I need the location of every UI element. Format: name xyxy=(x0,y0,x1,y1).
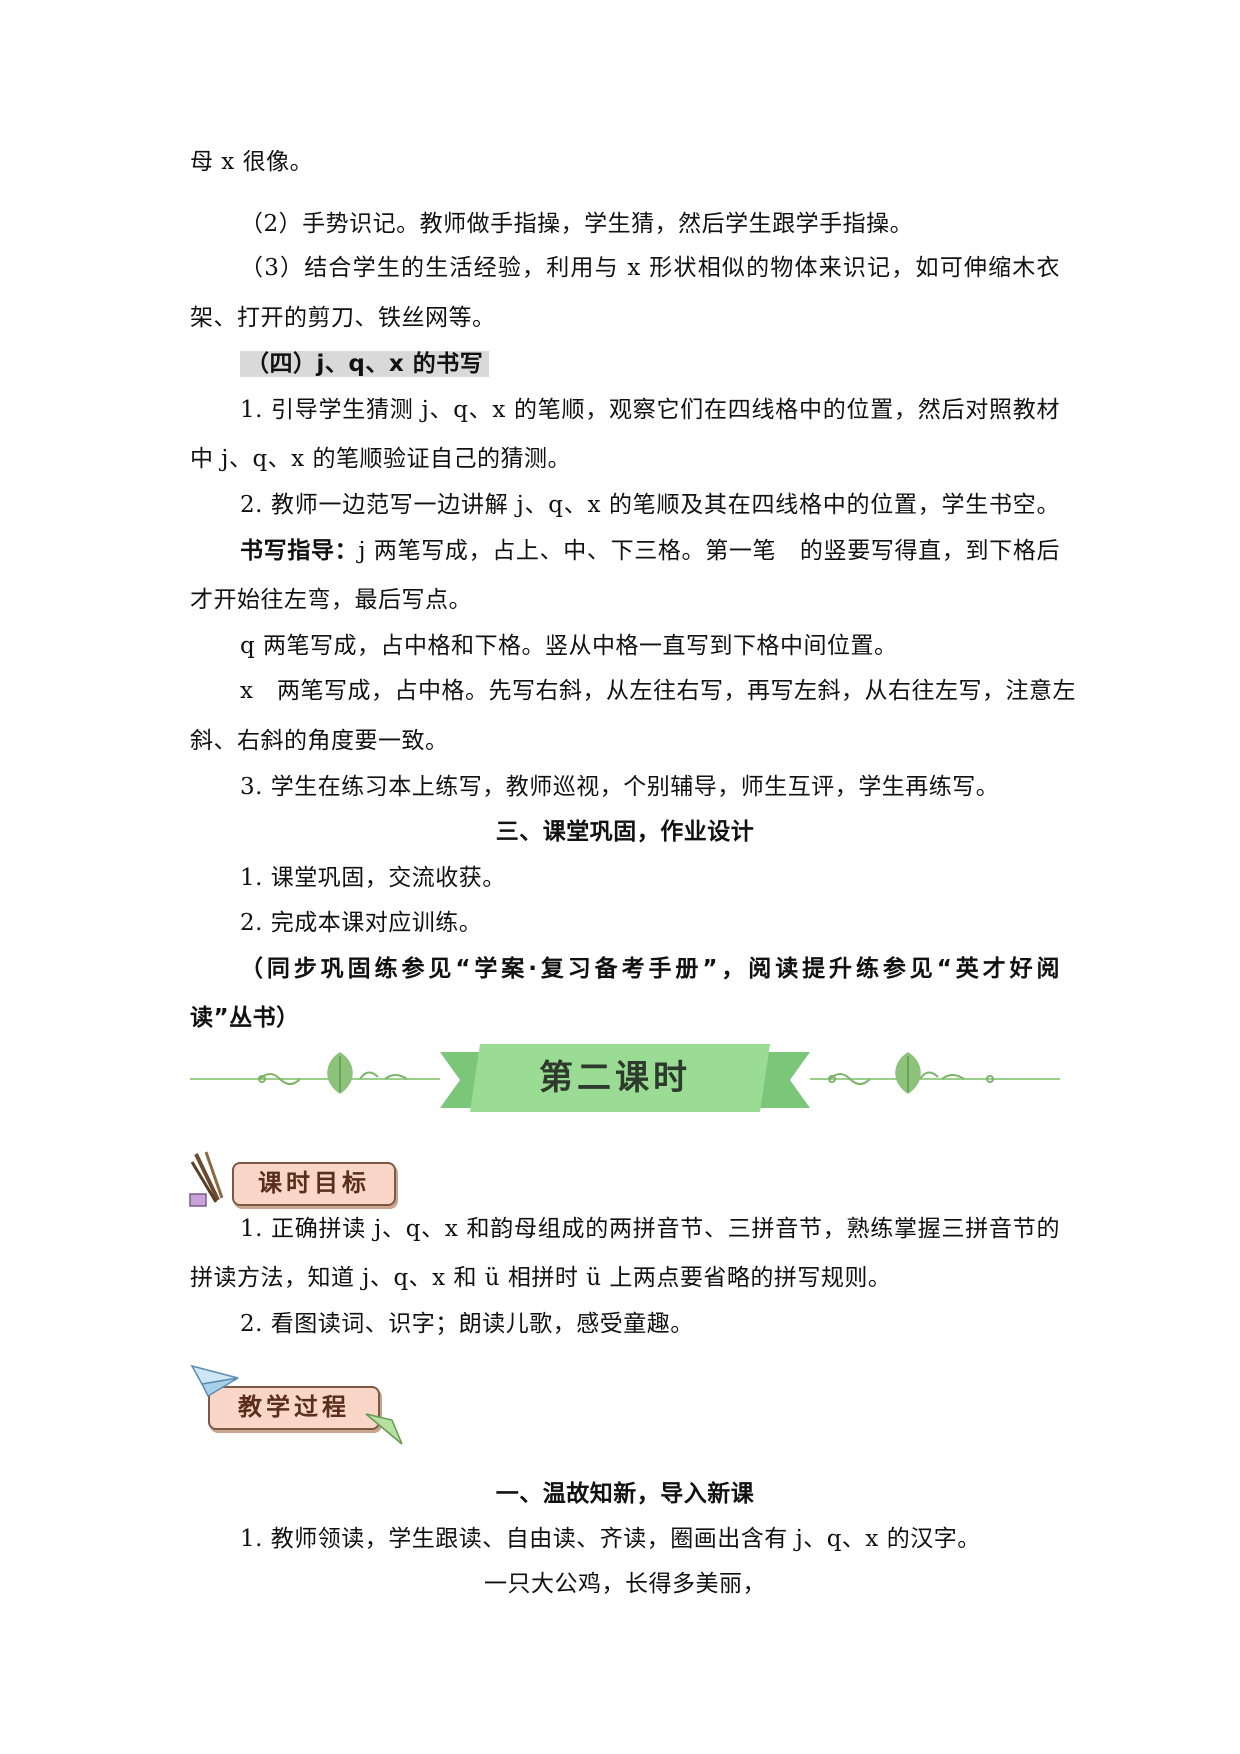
text-line: （3）结合学生的生活经验，利用与 x 形状相似的物体来识记，如可伸缩木衣 xyxy=(240,255,1060,281)
banner-title: 第二课时 xyxy=(539,1058,691,1098)
text-line: 拼读方法，知道 j、q、x 和 ü 相拼时 ü 上两点要省略的拼写规则。 xyxy=(190,1265,892,1291)
vine-ornament-left xyxy=(258,1071,408,1085)
teaching-process-badge: 教学过程 xyxy=(208,1386,380,1430)
section-heading: 三、课堂巩固，作业设计 xyxy=(495,819,755,845)
writing-guide-line: 书写指导：j 两笔写成，占上、中、下三格。第一笔 的竖要写得直，到下格后 xyxy=(240,535,1060,567)
subsection-heading: （四）j、q、x 的书写 xyxy=(240,348,1060,380)
text-line: 1. 引导学生猜测 j、q、x 的笔顺，观察它们在四线格中的位置，然后对照教材 xyxy=(240,397,1060,423)
text-line: （2）手势识记。教师做手指操，学生猜，然后学生跟学手指操。 xyxy=(240,211,914,237)
text-line: 母 x 很像。 xyxy=(190,149,314,175)
text-line: 3. 学生在练习本上练写，教师巡视，个别辅导，师生互评，学生再练写。 xyxy=(240,774,1000,800)
lesson-goals-badge: 课时目标 xyxy=(232,1162,396,1206)
banner-ribbon-tail-right xyxy=(760,1052,810,1108)
reference-note: 读”丛书） xyxy=(190,1005,300,1031)
text-line: q 两笔写成，占中格和下格。竖从中格一直写到下格中间位置。 xyxy=(240,633,898,659)
text-line: 1. 正确拼读 j、q、x 和韵母组成的两拼音节、三拼音节，熟练掌握三拼音节的 xyxy=(240,1216,1060,1242)
text-line: 1. 课堂巩固，交流收获。 xyxy=(240,865,506,891)
text-line: 中 j、q、x 的笔顺验证自己的猜测。 xyxy=(190,446,571,472)
text-line: 斜、右斜的角度要一致。 xyxy=(190,728,449,754)
writing-guide-label: 书写指导： xyxy=(240,538,359,564)
section-heading: 一、温故知新，导入新课 xyxy=(495,1481,755,1507)
text-line: 2. 教师一边范写一边讲解 j、q、x 的笔顺及其在四线格中的位置，学生书空。 xyxy=(240,492,1060,518)
poem-line: 一只大公鸡，长得多美丽， xyxy=(484,1571,766,1597)
lesson-banner xyxy=(190,1044,1060,1112)
banner-ribbon xyxy=(470,1044,770,1112)
vine-ornament-right xyxy=(828,1071,994,1085)
paper-plane-icon xyxy=(190,1364,239,1398)
subsection-heading-text: （四）j、q、x 的书写 xyxy=(240,351,490,377)
text-line: 1. 教师领读，学生跟读、自由读、齐读，圈画出含有 j、q、x 的汉字。 xyxy=(240,1526,981,1552)
text-line: 才开始往左弯，最后写点。 xyxy=(190,587,472,613)
writing-guide-text: j 两笔写成，占上、中、下三格。第一笔 的竖要写得直，到下格后 xyxy=(358,538,1061,564)
text-line: 2. 看图读词、识字；朗读儿歌，感受童趣。 xyxy=(240,1311,694,1337)
text-line: x 两笔写成，占中格。先写右斜，从左往右写，再写左斜，从右往左写，注意左 xyxy=(240,678,1076,704)
text-line: 架、打开的剪刀、铁丝网等。 xyxy=(190,305,496,331)
brush-icon xyxy=(189,1151,224,1207)
paper-plane-icon xyxy=(365,1413,403,1445)
text-line: 2. 完成本课对应训练。 xyxy=(240,910,483,936)
reference-note: （同步巩固练参见“学案·复习备考手册”，阅读提升练参见“英才好阅 xyxy=(240,956,1060,982)
